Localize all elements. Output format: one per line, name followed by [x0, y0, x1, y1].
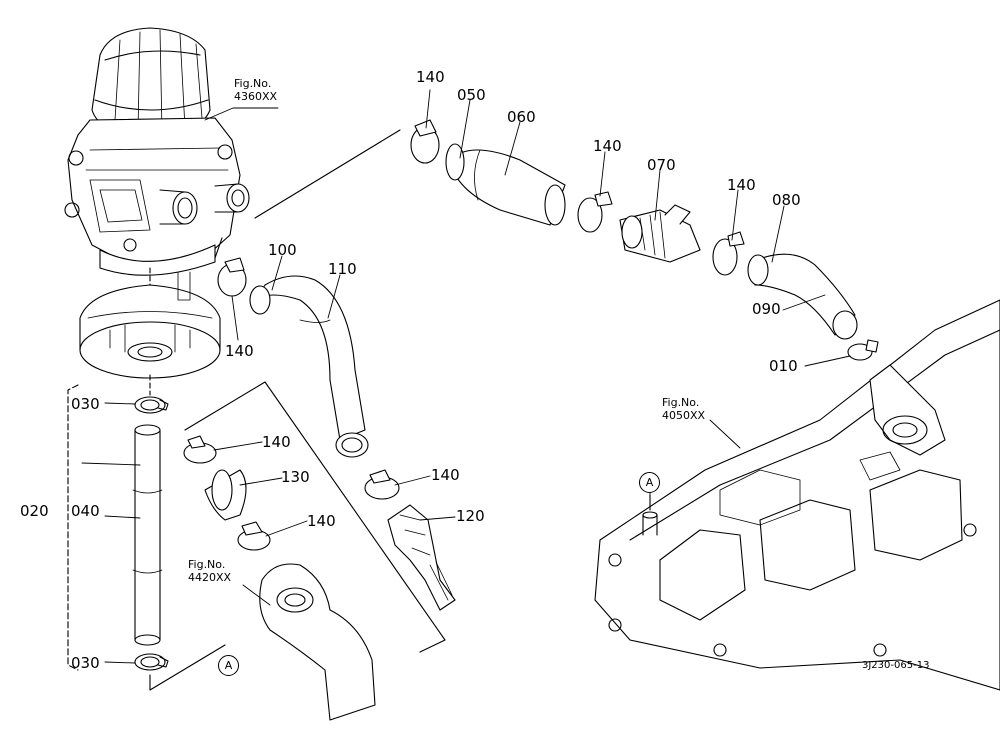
label-120: 120: [456, 507, 485, 525]
label-010: 010: [769, 357, 798, 375]
label-140-right: 140: [727, 176, 756, 194]
figure-ref-4360-line2: 4360XX: [234, 90, 278, 103]
label-080: 080: [772, 191, 801, 209]
hose-100-110: [184, 237, 446, 653]
label-070: 070: [647, 156, 676, 174]
label-050: 050: [457, 86, 486, 104]
label-140-top: 140: [416, 68, 445, 86]
label-140-valve: 140: [431, 466, 460, 484]
label-140-left: 140: [225, 342, 254, 360]
figure-ref-4420-line1: Fig.No.: [188, 558, 226, 571]
label-130: 130: [281, 468, 310, 486]
figure-ref-4420-line2: 4420XX: [188, 571, 232, 584]
figure-ref-4360-line1: Fig.No.: [234, 77, 272, 90]
leader-lines: [81, 89, 851, 664]
hose-chain-050-090: [254, 119, 879, 361]
label-140-center-a: 140: [262, 433, 291, 451]
drawing-code: 3J230-065-13: [862, 660, 930, 671]
figure-ref-4050: Fig.No. 4050XX: [662, 396, 705, 422]
figure-ref-4050-line2: 4050XX: [662, 409, 706, 422]
hose-130-clips: [183, 435, 376, 721]
label-030-bottom: 030: [71, 654, 100, 672]
dust-cup: [79, 267, 221, 396]
label-040: 040: [71, 502, 100, 520]
air-cleaner-assembly: [64, 27, 250, 276]
connector-mark-a-right: A: [639, 472, 660, 493]
figure-ref-4420: Fig.No. 4420XX: [188, 558, 231, 584]
label-100: 100: [268, 241, 297, 259]
label-030-top: 030: [71, 395, 100, 413]
label-060: 060: [507, 108, 536, 126]
label-140-mid: 140: [593, 137, 622, 155]
figure-ref-4050-line1: Fig.No.: [662, 396, 700, 409]
breather-tube-040: [67, 384, 226, 691]
label-140-center-b: 140: [307, 512, 336, 530]
connector-mark-a-left: A: [218, 655, 239, 676]
label-110: 110: [328, 260, 357, 278]
figure-ref-4360: Fig.No. 4360XX: [234, 77, 277, 103]
label-020: 020: [20, 502, 49, 520]
valve-cover: [594, 299, 1000, 691]
label-090: 090: [752, 300, 781, 318]
valve-120: [364, 469, 456, 611]
